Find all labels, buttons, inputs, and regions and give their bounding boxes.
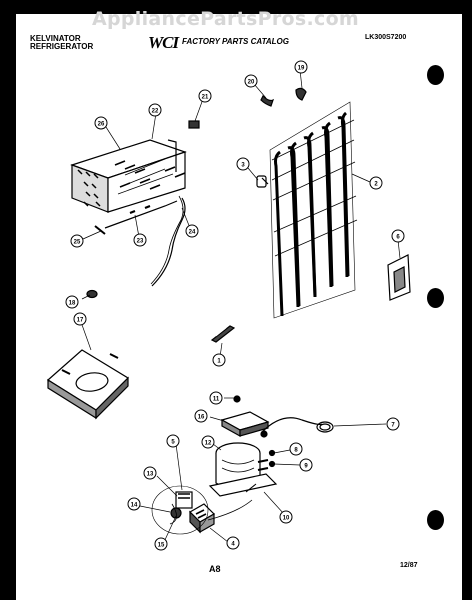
catalog-date: 12/87 xyxy=(400,562,418,569)
callout-label: 2 xyxy=(374,182,378,188)
callout-label: 6 xyxy=(396,235,400,241)
callout-label: 13 xyxy=(147,472,154,478)
part-7-power-cord xyxy=(260,417,334,438)
part-11-nut xyxy=(233,395,241,403)
parts-catalog-page xyxy=(16,14,462,600)
part-21-clip xyxy=(188,120,200,129)
part-24-wire xyxy=(151,197,186,287)
callout-label: 15 xyxy=(158,543,165,549)
part-16-drain-pan xyxy=(220,411,270,438)
part-20-clip xyxy=(260,94,275,107)
brand-line-2: REFRIGERATOR xyxy=(30,42,94,51)
model-number: LK300S7200 xyxy=(365,34,407,41)
callout-label: 26 xyxy=(98,122,105,128)
callout-label: 20 xyxy=(248,80,255,86)
callout-label: 1 xyxy=(217,359,221,365)
callout-label: 24 xyxy=(189,230,196,236)
page-label: A8 xyxy=(209,564,221,574)
catalog-title: FACTORY PARTS CATALOG xyxy=(182,37,289,46)
part-4-relay-cover xyxy=(189,503,215,534)
callout-label: 8 xyxy=(294,448,298,454)
wci-logo: WCI xyxy=(148,33,179,52)
evaporator-assembly xyxy=(70,139,187,213)
callout-label: 19 xyxy=(298,66,305,72)
brand-line-1: KELVINATOR xyxy=(30,34,81,43)
part-18-plug xyxy=(86,289,98,299)
binder-hole-top xyxy=(427,65,444,85)
part-17-bracket xyxy=(46,349,129,420)
callout-label: 12 xyxy=(205,441,212,447)
callout-label: 5 xyxy=(171,440,175,446)
callout-label: 18 xyxy=(69,301,76,307)
part-8-screw xyxy=(268,449,276,457)
part-23-drain-tube xyxy=(104,200,178,229)
callout-label: 11 xyxy=(213,397,220,403)
part-12-compressor xyxy=(208,442,278,497)
binder-hole-middle xyxy=(427,288,444,308)
part-6-bracket xyxy=(387,254,411,301)
callout-label: 10 xyxy=(283,516,290,522)
callout-label: 9 xyxy=(304,464,308,470)
callout-label: 3 xyxy=(241,163,245,169)
callout-label: 25 xyxy=(74,240,81,246)
callout-label: 17 xyxy=(77,318,84,324)
callout-label: 16 xyxy=(198,415,205,421)
callout-label: 21 xyxy=(202,95,209,101)
brand-name: KELVINATOR REFRIGERATOR xyxy=(30,35,93,51)
watermark: AppliancePartsPros.com xyxy=(92,8,360,30)
callout-label: 14 xyxy=(131,503,138,509)
callout-label: 23 xyxy=(137,239,144,245)
callout-label: 7 xyxy=(391,423,395,429)
part-2-condenser xyxy=(269,101,358,319)
callout-label: 22 xyxy=(152,109,159,115)
part-9-screw xyxy=(268,460,276,468)
callout-label: 4 xyxy=(231,542,235,548)
part-3-clip xyxy=(256,175,267,188)
binder-hole-bottom xyxy=(427,510,444,530)
part-1-strip xyxy=(210,325,236,343)
part-19-clip xyxy=(295,87,307,101)
part-13-relay xyxy=(175,491,193,509)
